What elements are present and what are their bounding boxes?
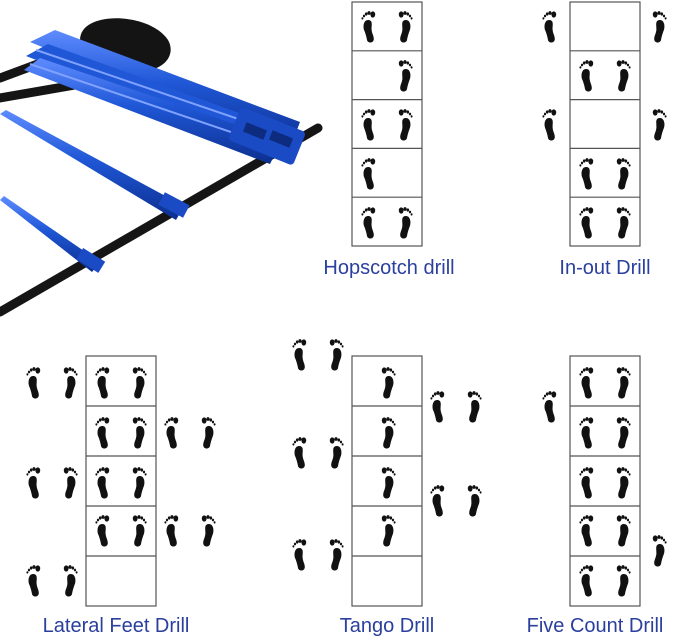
in-out-drill-caption: In-out Drill bbox=[559, 257, 651, 279]
hopscotch-drill-caption: Hopscotch drill bbox=[323, 257, 455, 279]
in-out-ladder-grid bbox=[569, 1, 641, 247]
tango-ladder-grid bbox=[351, 355, 423, 607]
agility-ladder-photo bbox=[0, 18, 323, 317]
five-count-drill-caption: Five Count Drill bbox=[526, 615, 664, 637]
hopscotch-ladder-grid bbox=[351, 1, 423, 247]
stacked-rungs bbox=[24, 30, 305, 165]
five-count-ladder-grid bbox=[569, 355, 641, 607]
separated-rungs bbox=[0, 110, 190, 273]
tango-drill-caption: Tango Drill bbox=[339, 615, 435, 637]
lateral-feet-ladder-grid bbox=[85, 355, 157, 607]
lateral-feet-drill-caption: Lateral Feet Drill bbox=[42, 615, 190, 637]
